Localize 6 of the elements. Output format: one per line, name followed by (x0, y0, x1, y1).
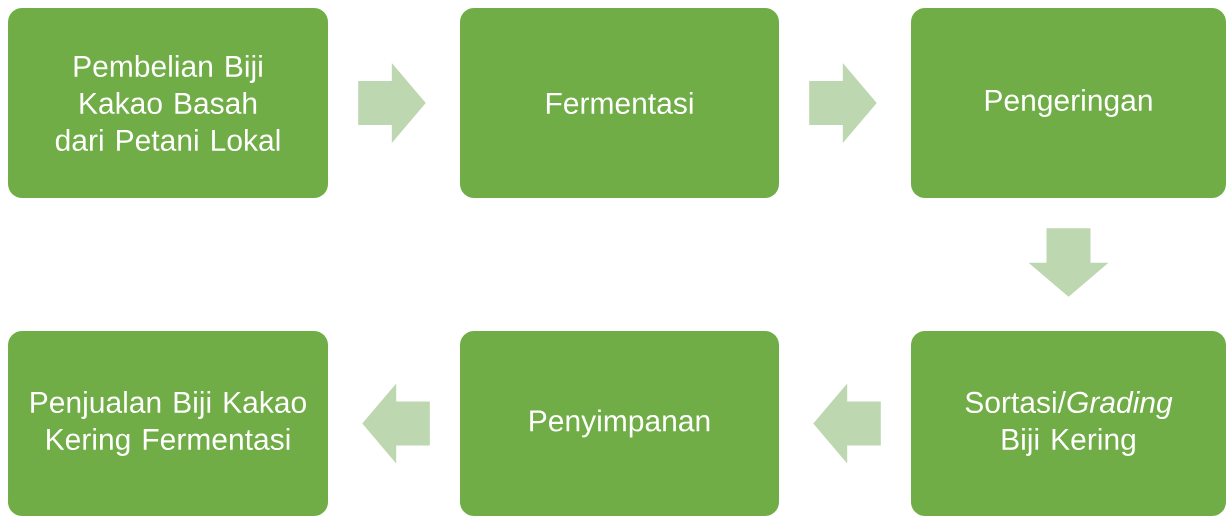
process-box: Sortasi/Grading Biji Kering (911, 331, 1226, 516)
process-box: Penyimpanan (460, 331, 779, 516)
process-box: Pembelian Biji Kakao Basah dari Petani Lokal (8, 8, 328, 198)
process-box: Fermentasi (460, 8, 779, 198)
process-box: Penjualan Biji Kakao Kering Fermentasi (8, 331, 328, 516)
process-box: Pengeringan (911, 8, 1226, 198)
